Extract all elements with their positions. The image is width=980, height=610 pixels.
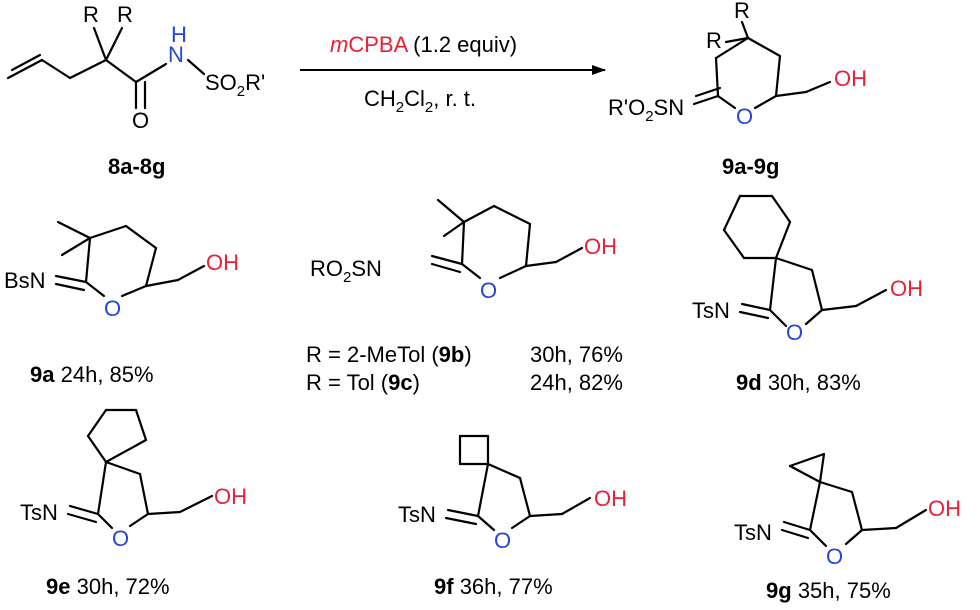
reaction-arrow: mCPBA (1.2 equiv) CH2Cl2, r. t.: [300, 32, 606, 116]
9d-result-label: 9d 30h, 83%: [736, 370, 861, 395]
compound-9d: TsN O OH 9d 30h, 83%: [692, 194, 923, 395]
sm-nh-n-label: N: [168, 42, 184, 67]
9d-oh-label: OH: [890, 276, 923, 301]
gp-compound-label: 9a-9g: [722, 154, 779, 179]
sm-so2r-label: SO2R': [205, 70, 265, 100]
gp-ring-o-label: O: [736, 104, 753, 129]
9d-bonds: [722, 194, 888, 328]
sm-bonds: [6, 26, 206, 110]
9a-ring-o-label: O: [104, 296, 121, 321]
sm-carbonyl-o-label: O: [132, 108, 149, 133]
9b-bonds: [430, 198, 584, 280]
gp-r2-label: R: [706, 28, 722, 53]
compound-9f: TsN O OH 9f 36h, 77%: [398, 434, 627, 599]
9a-bonds: [54, 220, 206, 298]
9f-ring-o-label: O: [494, 528, 511, 553]
9d-ring-o-label: O: [786, 320, 803, 345]
9g-ring-o-label: O: [826, 544, 843, 569]
gp-bonds: [692, 20, 832, 110]
solvent-label: CH2Cl2, r. t.: [364, 86, 476, 116]
9g-oh-label: OH: [928, 496, 961, 521]
sm-r1-label: R: [83, 2, 99, 27]
9e-ring-o-label: O: [112, 526, 129, 551]
gp-oh-label: OH: [834, 66, 867, 91]
9f-bonds: [444, 434, 592, 532]
9b-yield-label: 30h, 76%: [530, 342, 623, 367]
9g-n-label: TsN: [734, 520, 772, 545]
9e-oh-label: OH: [214, 484, 247, 509]
reagent-label: mCPBA (1.2 equiv): [330, 32, 517, 57]
sm-compound-label: 8a-8g: [108, 154, 165, 179]
9b-oh-label: OH: [584, 234, 617, 259]
9a-result-label: 9a 24h, 85%: [30, 362, 154, 387]
9e-bonds: [66, 408, 214, 530]
9e-result-label: 9e 30h, 72%: [46, 574, 170, 599]
9a-n-label: BsN: [4, 268, 46, 293]
9f-oh-label: OH: [594, 486, 627, 511]
9g-result-label: 9g 35h, 75%: [766, 578, 891, 603]
9g-bonds: [780, 452, 928, 548]
9b-result-label: R = 2-MeTol (9b): [306, 342, 472, 367]
gp-imine-label: R'O2SN: [608, 95, 684, 125]
compound-9b-9c: RO2SN O OH R = 2-MeTol (9b) 30h, 76% R =…: [306, 198, 623, 395]
sm-r2-label: R: [117, 2, 133, 27]
9c-yield-label: 24h, 82%: [530, 370, 623, 395]
gp-r1-label: R: [734, 0, 750, 23]
compound-9e: TsN O OH 9e 30h, 72%: [20, 408, 247, 599]
general-product: R R R'O2SN O OH 9a-9g: [608, 0, 867, 179]
compound-9g: TsN O OH 9g 35h, 75%: [734, 452, 961, 603]
9e-n-label: TsN: [20, 500, 58, 525]
9f-result-label: 9f 36h, 77%: [434, 574, 553, 599]
9c-result-label: R = Tol (9c): [306, 370, 420, 395]
compound-9a: BsN O OH 9a 24h, 85%: [4, 220, 239, 387]
9a-oh-label: OH: [206, 250, 239, 275]
9d-n-label: TsN: [692, 298, 730, 323]
9b-ring-o-label: O: [480, 278, 497, 303]
9b-n-label: RO2SN: [310, 256, 382, 286]
9f-n-label: TsN: [398, 502, 436, 527]
sm-nh-h-label: H: [171, 22, 187, 47]
starting-material: R R N H O SO2R' 8a-8g: [6, 2, 265, 179]
